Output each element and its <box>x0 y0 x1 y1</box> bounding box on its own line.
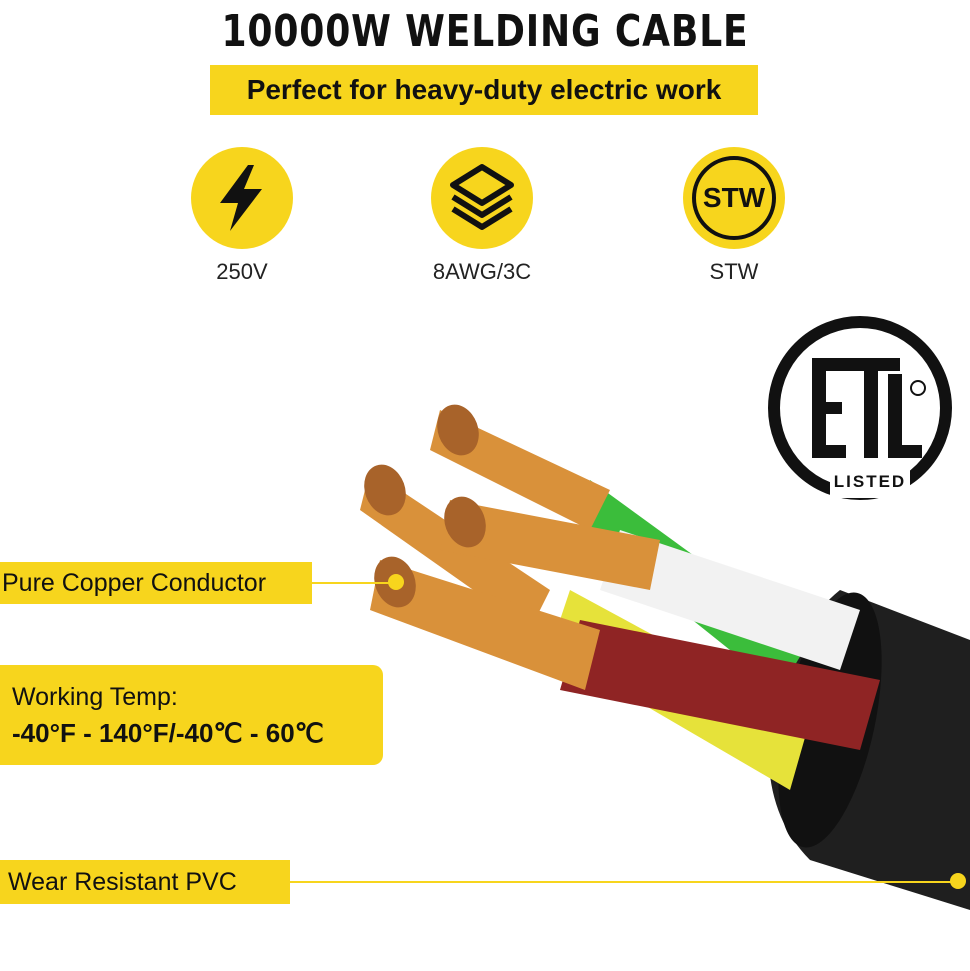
spec-gauge: 8AWG/3C <box>422 147 542 285</box>
spec-rating-label: STW <box>709 259 759 284</box>
lightning-bolt-icon <box>191 147 293 249</box>
spec-gauge-label: 8AWG/3C <box>432 259 532 284</box>
spec-voltage-label: 250V <box>216 259 268 284</box>
callout-conductor: Pure Copper Conductor <box>0 562 312 604</box>
callout-jacket: Wear Resistant PVC <box>0 860 290 904</box>
callout-conductor-line <box>312 582 394 584</box>
temp-label: Working Temp: <box>12 683 178 711</box>
stw-badge-icon: STW <box>683 147 785 249</box>
cable-illustration <box>340 390 970 915</box>
callout-temperature: Working Temp: -40°F - 140°F/-40℃ - 60℃ <box>0 665 383 765</box>
layers-icon <box>431 147 533 249</box>
subtitle-banner: Perfect for heavy-duty electric work <box>210 65 758 115</box>
temp-value: -40°F - 140°F/-40℃ - 60℃ <box>12 718 324 748</box>
page-title: 10000W WELDING CABLE <box>221 6 749 57</box>
etl-listed-text: LISTED <box>833 472 907 491</box>
callout-jacket-dot <box>950 873 966 889</box>
callout-jacket-line <box>290 881 956 883</box>
spec-rating: STW STW <box>674 147 794 285</box>
etl-listed-logo: LISTED <box>760 314 960 519</box>
stw-badge-text: STW <box>692 156 776 240</box>
callout-conductor-dot <box>388 574 404 590</box>
spec-voltage: 250V <box>182 147 302 285</box>
